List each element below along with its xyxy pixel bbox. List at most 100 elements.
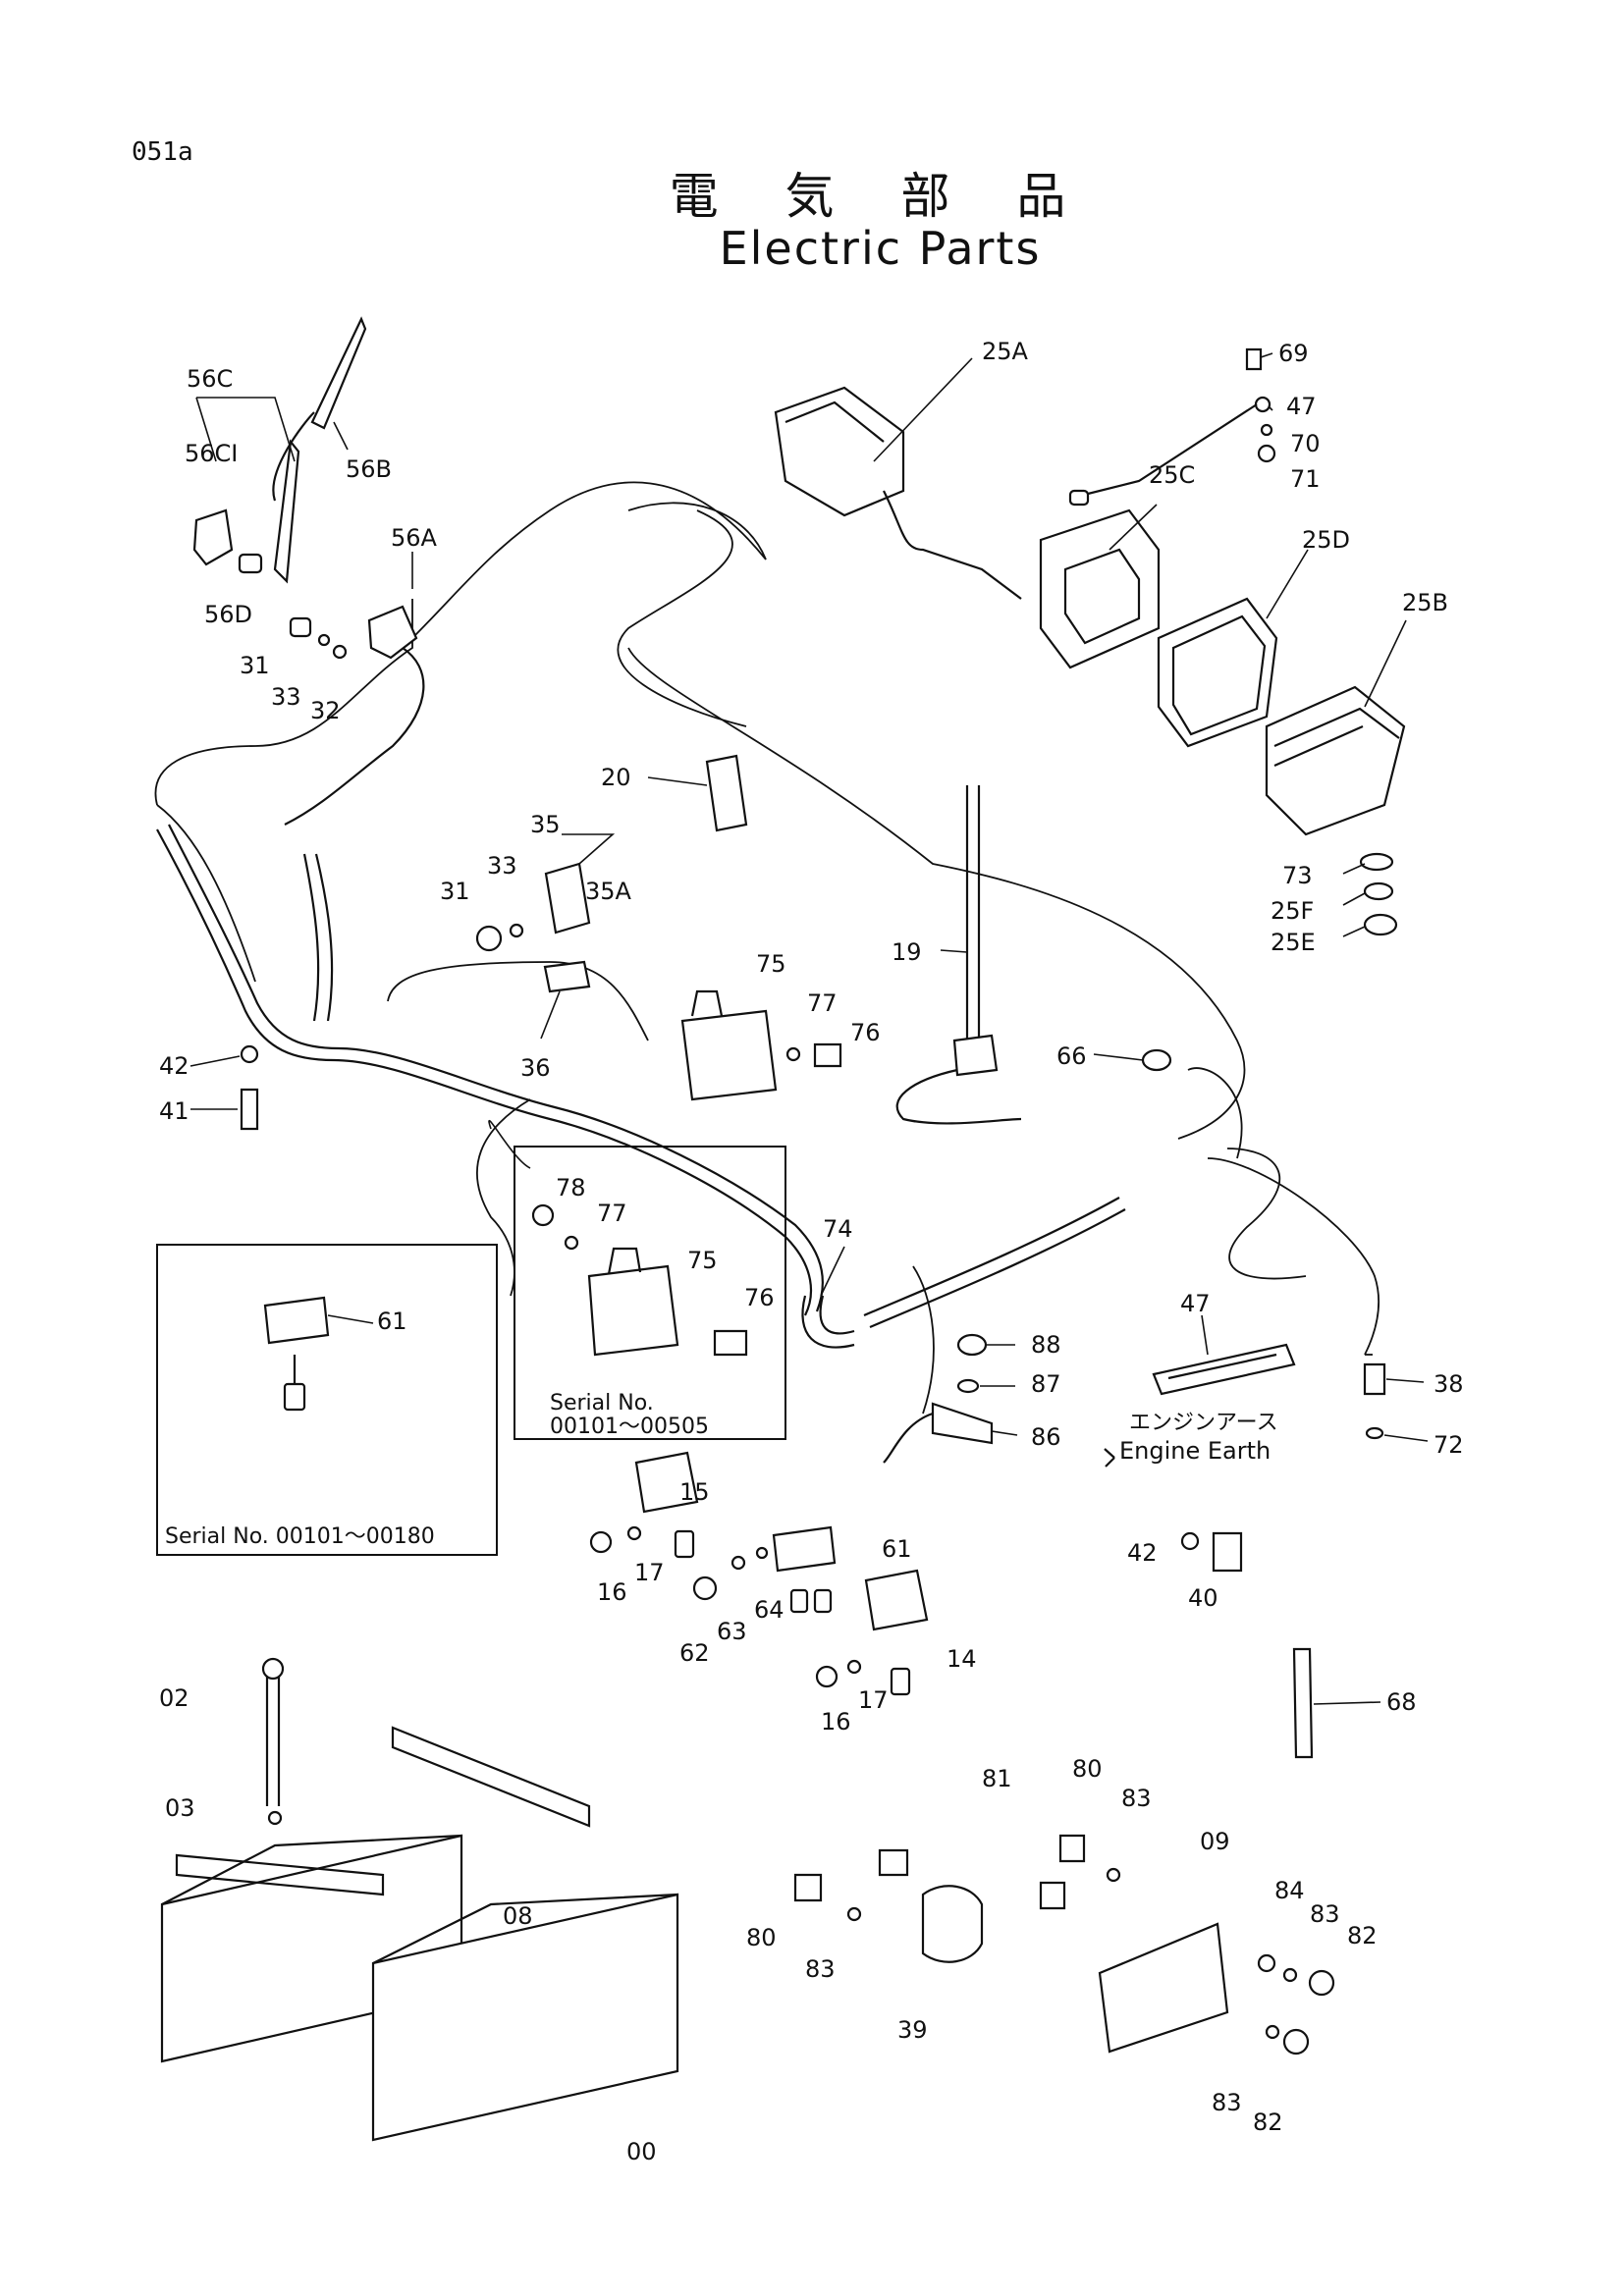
callout-16b: 16 xyxy=(821,1708,851,1735)
serial-outer-box xyxy=(156,1244,498,1556)
callout-labels: 56C 56CI 56B 56A 56D 31 33 32 25A 69 47 … xyxy=(159,338,1464,2165)
callout-70: 70 xyxy=(1290,430,1321,457)
callout-25b: 25B xyxy=(1402,589,1448,616)
callout-25d: 25D xyxy=(1302,526,1350,554)
callout-82b: 82 xyxy=(1253,2109,1283,2136)
battery-switch-39 xyxy=(921,1885,984,1963)
callout-74: 74 xyxy=(823,1215,853,1243)
relay-75b xyxy=(587,1264,679,1357)
controller-61a xyxy=(263,1296,330,1345)
callout-88: 88 xyxy=(1031,1331,1061,1359)
callout-83a: 83 xyxy=(1121,1785,1152,1812)
work-lamp-assembly xyxy=(774,347,1406,936)
serial-inner-range: 00101～00505 xyxy=(550,1415,709,1439)
callout-80a: 80 xyxy=(1072,1755,1103,1783)
callout-83c: 83 xyxy=(805,1955,836,1983)
washer-83c xyxy=(846,1906,862,1922)
callout-76b: 76 xyxy=(744,1284,775,1311)
wiring-harness xyxy=(154,481,1380,1415)
callout-47b: 47 xyxy=(1180,1290,1211,1317)
cable-tie-68 xyxy=(1292,1647,1314,1759)
callout-56c: 56C xyxy=(187,365,233,393)
callout-61a: 61 xyxy=(377,1308,407,1335)
callout-32: 32 xyxy=(310,697,341,724)
callout-36: 36 xyxy=(520,1054,551,1082)
bolt-81a xyxy=(878,1848,909,1877)
callout-62: 62 xyxy=(679,1639,710,1667)
bolt-80a xyxy=(1058,1834,1086,1863)
callout-56c1: 56CI xyxy=(185,440,238,467)
bolt-81b xyxy=(1039,1881,1066,1910)
nut-82a xyxy=(1308,1969,1335,1997)
lower-controls xyxy=(589,1451,929,1696)
earth-and-clamp xyxy=(883,1333,1386,1759)
washer-73 xyxy=(1359,852,1394,872)
screw-16b xyxy=(815,1665,839,1688)
callout-35a: 35A xyxy=(585,878,632,905)
nut-25e xyxy=(1363,913,1398,936)
callout-47a: 47 xyxy=(1286,393,1317,420)
callout-71: 71 xyxy=(1290,465,1321,493)
callout-56d: 56D xyxy=(204,601,252,628)
washer-72 xyxy=(1365,1426,1384,1440)
holder-08 xyxy=(391,1726,591,1828)
nut-71 xyxy=(1257,444,1276,463)
callout-14: 14 xyxy=(947,1645,977,1673)
washer-25f xyxy=(1363,881,1394,901)
bolt-69 xyxy=(1245,347,1263,371)
callout-87: 87 xyxy=(1031,1370,1061,1398)
relay-75a xyxy=(680,1009,778,1101)
callout-19: 19 xyxy=(892,938,922,966)
wiper-cap-56c1 xyxy=(192,508,234,566)
callout-68: 68 xyxy=(1386,1688,1417,1716)
callout-77a: 77 xyxy=(807,989,838,1017)
page-code: 051a xyxy=(132,137,193,167)
batteries xyxy=(160,1657,679,2142)
washer-70 xyxy=(1260,423,1273,437)
switch-36 xyxy=(543,960,591,993)
lamp-hood-25c xyxy=(1039,508,1161,669)
callout-09: 09 xyxy=(1200,1828,1230,1855)
nut-82b xyxy=(1282,2028,1310,2056)
callout-39: 39 xyxy=(897,2016,928,2044)
engine-earth-japanese: エンジンアース xyxy=(1129,1411,1278,1435)
washer-32 xyxy=(332,644,348,660)
controller-61b xyxy=(772,1525,837,1573)
bolt-76a xyxy=(813,1042,842,1068)
bolt-80b xyxy=(793,1873,823,1902)
callout-02: 02 xyxy=(159,1684,189,1712)
washer-03 xyxy=(267,1810,283,1826)
callout-81: 81 xyxy=(982,1765,1012,1792)
nut-78 xyxy=(531,1203,555,1227)
callout-25e: 25E xyxy=(1271,929,1316,956)
bolt-31b xyxy=(475,925,503,952)
callout-16a: 16 xyxy=(597,1578,627,1606)
lamp-gasket-25d xyxy=(1157,597,1278,748)
bolt-62 xyxy=(692,1575,718,1601)
leader-lines xyxy=(189,352,1429,1705)
wiper-assembly xyxy=(192,316,425,826)
lamp-cover-25b xyxy=(1265,685,1406,836)
washer-33b xyxy=(509,923,524,938)
callout-42a: 42 xyxy=(159,1052,189,1080)
callout-25c: 25C xyxy=(1149,461,1195,489)
grommet-20 xyxy=(705,754,748,832)
clamp-86 xyxy=(931,1402,994,1445)
washer-64 xyxy=(755,1546,769,1560)
callout-31b: 31 xyxy=(440,878,470,905)
washer-42b xyxy=(1180,1531,1200,1551)
callout-83b: 83 xyxy=(1310,1900,1340,1928)
bolt-31a xyxy=(289,616,312,638)
callout-86: 86 xyxy=(1031,1423,1061,1451)
washer-17a xyxy=(626,1525,642,1541)
callout-63: 63 xyxy=(717,1618,747,1645)
callout-40: 40 xyxy=(1188,1584,1218,1612)
bolt-41 xyxy=(240,1088,259,1131)
callout-41: 41 xyxy=(159,1097,189,1125)
page-title-english: Electric Parts xyxy=(719,222,1042,275)
wiper-arm-56c xyxy=(273,439,300,584)
center-parts xyxy=(240,754,1172,1131)
callout-15: 15 xyxy=(679,1478,710,1506)
serial-inner-label: Serial No. xyxy=(550,1391,654,1415)
